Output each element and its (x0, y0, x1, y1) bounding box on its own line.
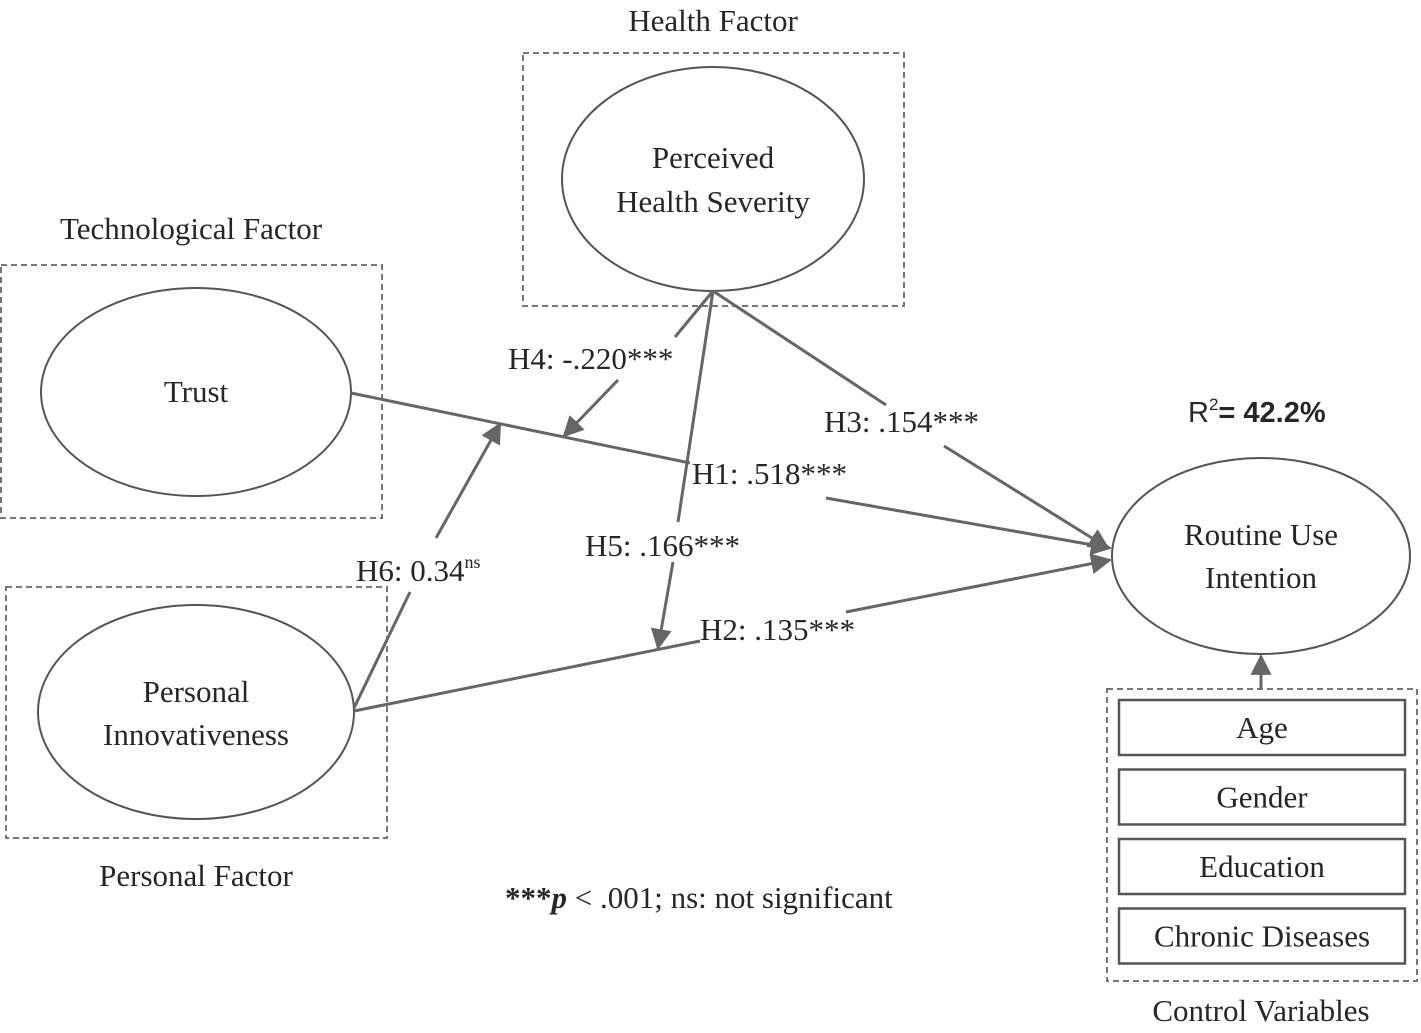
h2-path-arrow (845, 553, 1113, 614)
significance-footnote: ***p < .001; ns: not significant (505, 880, 893, 915)
r-squared-label: R2= 42.2% (1188, 395, 1326, 429)
technological-factor-box (0, 264, 383, 519)
h3-label: H3: .154*** (824, 404, 979, 439)
h3-path-segment-1 (712, 289, 887, 407)
routine-use-intention-label-1: Routine Use (1184, 517, 1338, 552)
routine-use-intention-node (1111, 457, 1411, 655)
trust-node (40, 287, 352, 497)
h6-path-segment-1 (352, 591, 412, 709)
perceived-health-severity-node (561, 66, 865, 292)
personal-factor-title: Personal Factor (99, 858, 293, 893)
control-variables-title: Control Variables (1152, 993, 1369, 1028)
control-variable-box (1117, 837, 1407, 896)
h6-path-arrow (434, 422, 502, 539)
personal-innovativeness-label-1: Personal (143, 674, 250, 709)
h6-label-text: H6: 0.34 (356, 553, 465, 588)
h1-path-segment-1 (350, 391, 691, 465)
control-variable-label: Age (1236, 710, 1288, 745)
r-squared-symbol: R (1188, 397, 1209, 429)
h4-label: H4: -.220*** (508, 341, 673, 376)
h3-path-arrow (943, 444, 1110, 550)
control-variable-box (1117, 698, 1407, 757)
h2-label: H2: .135*** (700, 612, 855, 647)
h2-path-segment-1 (353, 639, 701, 713)
footnote-text: < .001; ns: not significant (567, 880, 893, 915)
h6-label: H6: 0.34ns (356, 552, 481, 588)
control-variable-label: Education (1199, 849, 1325, 884)
h6-label-superscript: ns (465, 552, 481, 572)
control-variable-box (1117, 768, 1407, 826)
h4-path-segment-1 (673, 290, 715, 338)
h5-path-segment-1 (676, 290, 715, 523)
r-squared-superscript: 2 (1209, 395, 1218, 414)
perceived-health-severity-label-1: Perceived (652, 140, 775, 175)
routine-use-intention-label-2: Intention (1205, 560, 1317, 595)
control-variable-label: Gender (1216, 780, 1308, 815)
footnote-p: p (549, 880, 568, 915)
h5-path-arrow (650, 561, 675, 651)
technological-factor-title: Technological Factor (60, 211, 323, 246)
personal-innovativeness-node (37, 604, 355, 820)
health-factor-box (522, 52, 905, 307)
personal-innovativeness-label-2: Innovativeness (103, 717, 289, 752)
h1-label: H1: .518*** (692, 456, 847, 491)
h1-path-arrow (825, 496, 1113, 556)
personal-factor-box (5, 586, 388, 839)
trust-label: Trust (164, 374, 229, 409)
control-variable-box (1117, 907, 1407, 965)
r-squared-value: = 42.2% (1218, 397, 1325, 429)
footnote-stars: *** (505, 880, 552, 915)
h4-path-arrow (562, 378, 620, 438)
control-variable-label: Chronic Diseases (1154, 919, 1370, 954)
perceived-health-severity-label-2: Health Severity (616, 184, 810, 219)
h5-label: H5: .166*** (585, 528, 740, 563)
health-factor-title: Health Factor (628, 3, 798, 38)
